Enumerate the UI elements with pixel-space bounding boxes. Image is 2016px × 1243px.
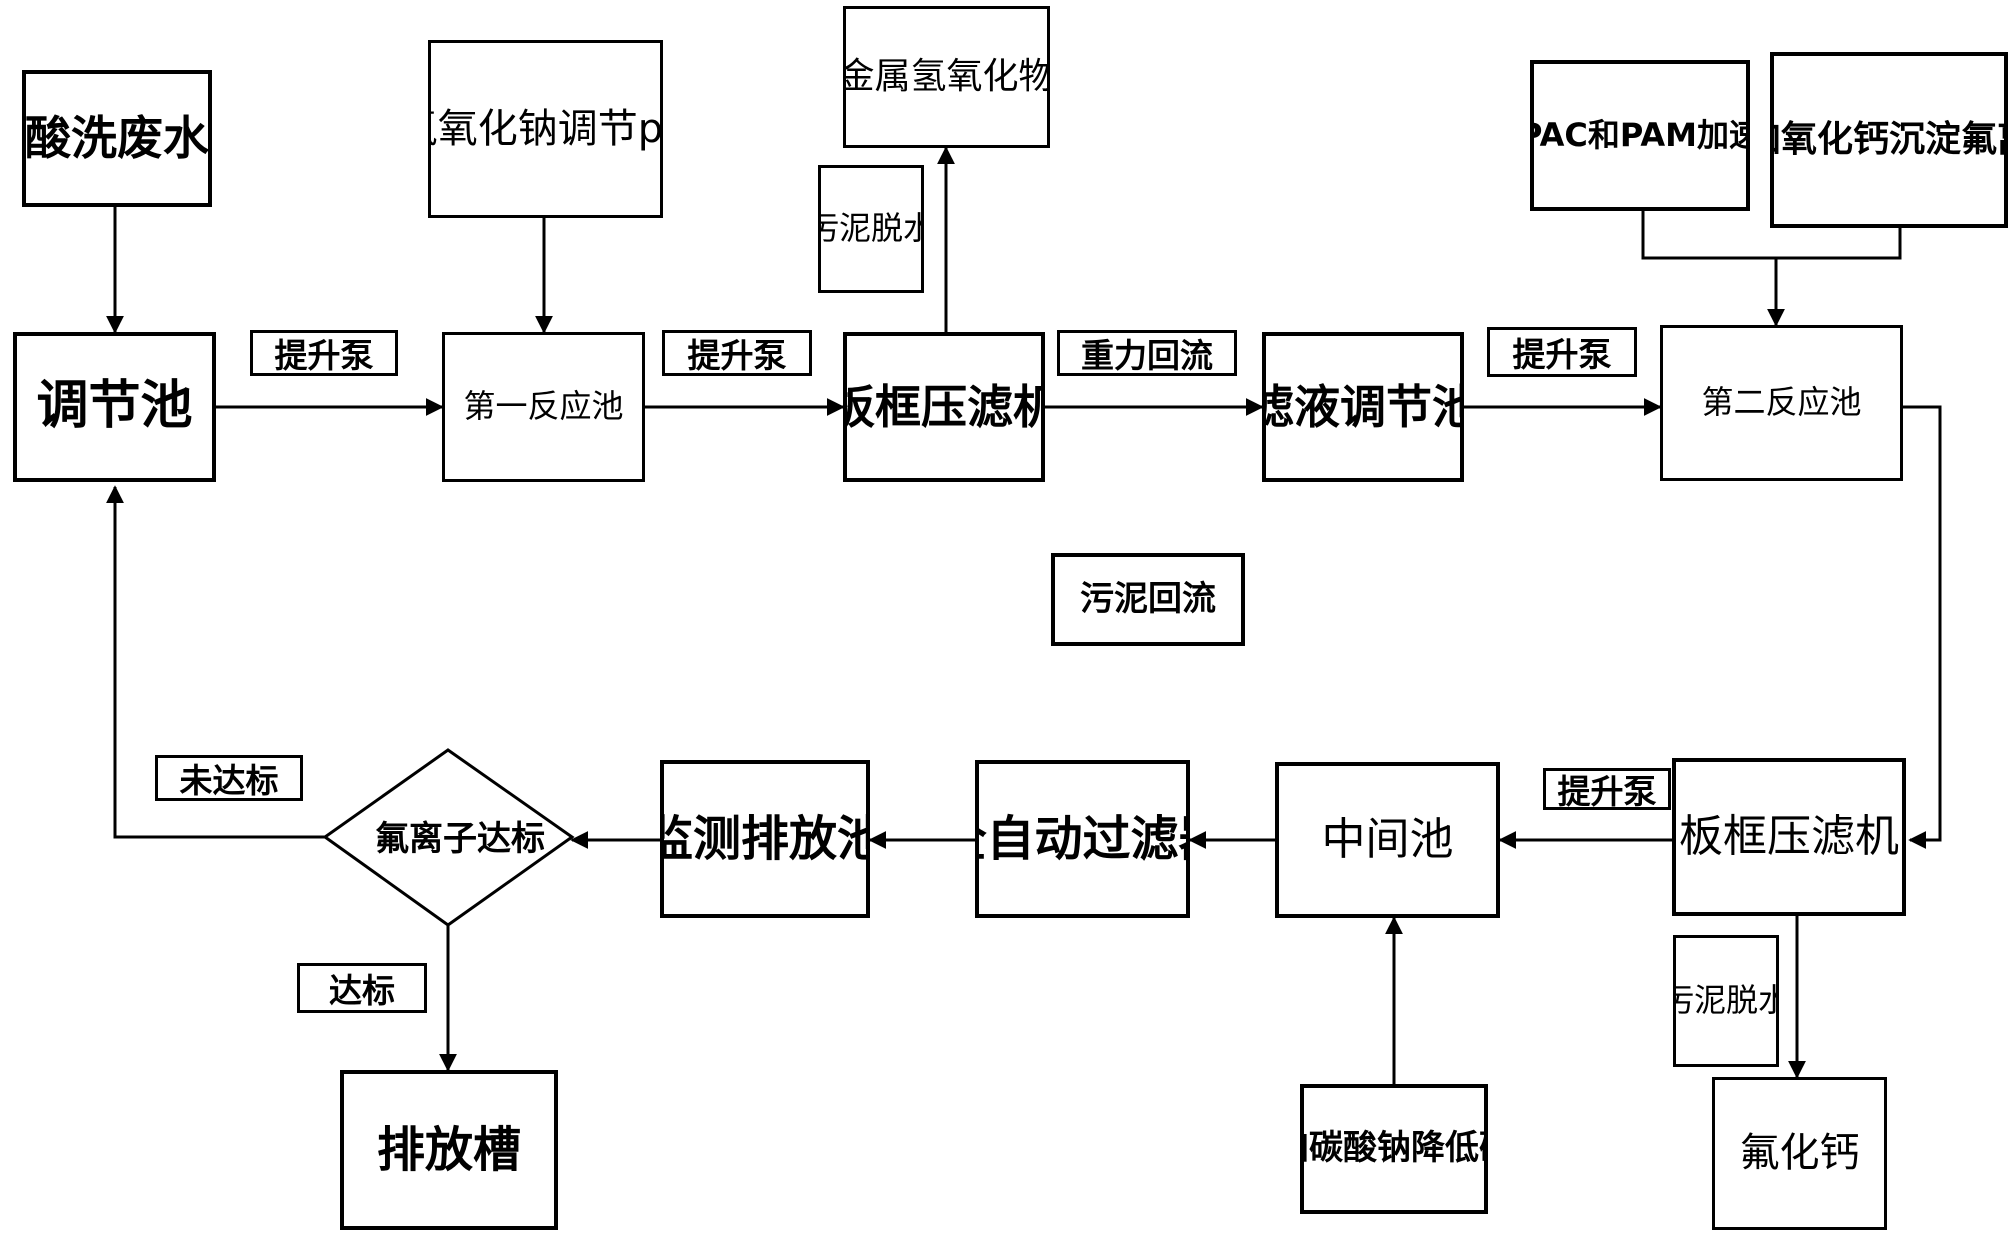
auto-filter-line-1: 全自动过	[979, 810, 1131, 867]
first-reactor-line-1: 第一	[463, 387, 528, 426]
sludge-dewater-2-box: 污泥脱水	[1673, 935, 1779, 1067]
naoh-ph-line-2: 调节pH值	[557, 105, 663, 152]
calcium-fluoride-box: 氟化钙	[1712, 1077, 1887, 1230]
first-reactor-line-2: 反应池	[527, 387, 624, 426]
filter-press-1-box: 板框压滤机	[843, 332, 1045, 482]
arrow-not-qualified-return	[106, 485, 325, 839]
metal-hydroxide-box: 金属氢氧化物	[843, 6, 1050, 148]
discharge-tank-box: 排放槽	[340, 1070, 558, 1230]
sludge-return-text: 污泥回流	[1080, 578, 1216, 619]
na2co3-line-1: 投加碳酸钠	[1304, 1128, 1411, 1169]
monitor-tank-line-2: 池	[837, 811, 866, 867]
lift-pump-label-2: 提升泵	[662, 330, 812, 376]
naoh-ph-line-1: 用氢氧化钠	[431, 105, 558, 152]
filter-press-2-box: 板框压滤机	[1672, 758, 1906, 916]
calcium-fluoride-text: 氟化钙	[1739, 1130, 1860, 1177]
metal-hydroxide-line-2: 氧化物	[946, 56, 1050, 98]
filtrate-tank-line-1: 滤液调	[1266, 379, 1386, 434]
sludge-return-box: 污泥回流	[1051, 553, 1245, 646]
sludge-dewater-2-line-2: 脱水	[1726, 981, 1776, 1020]
acid-wastewater-text: 酸洗废水	[25, 111, 209, 166]
not-qualified-label: 未达标	[155, 755, 303, 801]
intermediate-tank-text: 中间池	[1321, 814, 1454, 866]
first-reactor-box: 第一反应池	[442, 332, 645, 482]
naoh-ph-box: 用氢氧化钠调节pH值	[428, 40, 663, 218]
second-reactor-box: 第二反应池	[1660, 325, 1903, 481]
regulating-tank-text: 调节池	[36, 376, 193, 437]
acid-wastewater-box: 酸洗废水	[22, 70, 212, 207]
pac-pam-box: 投加PAC和PAM加速沉淀	[1530, 60, 1750, 211]
second-reactor-line-2: 反应池	[1765, 383, 1862, 422]
lift-pump-label-1: 提升泵	[250, 330, 398, 376]
sludge-dewater-1-box: 污泥脱水	[818, 165, 924, 293]
sludge-dewater-2-line-1: 污泥	[1676, 981, 1726, 1020]
sludge-dewater-1-line-1: 污泥	[821, 209, 871, 248]
arrow-second-reactor-to-press-2	[1903, 405, 1942, 849]
monitor-tank-box: 监测排放池	[660, 760, 870, 918]
cao-fluoride-line-1: 投加氧化钙	[1774, 119, 1889, 161]
decision-diamond	[322, 748, 575, 927]
cao-fluoride-line-2: 沉淀氟离子	[1889, 119, 2004, 161]
discharge-tank-text: 排放槽	[376, 1121, 521, 1178]
metal-hydroxide-line-1: 金属氢	[843, 56, 947, 98]
second-reactor-line-1: 第二	[1701, 383, 1766, 422]
pac-pam-line-2: PAM加速沉淀	[1619, 115, 1746, 154]
filtrate-tank-box: 滤液调节池	[1262, 332, 1464, 482]
filtrate-tank-line-2: 节池	[1386, 379, 1460, 434]
auto-filter-line-2: 滤器	[1130, 810, 1187, 867]
auto-filter-box: 全自动过滤器	[975, 760, 1190, 918]
filter-press-1-line-2: 滤机	[967, 379, 1041, 434]
na2co3-box: 投加碳酸钠降低硬度	[1300, 1084, 1488, 1214]
regulating-tank-box: 调节池	[13, 332, 216, 482]
lift-pump-label-4: 提升泵	[1543, 768, 1671, 810]
fluoride-check-text: 氟离子达标	[375, 818, 545, 859]
lift-pump-label-3: 提升泵	[1487, 327, 1637, 377]
monitor-tank-line-1: 监测排放	[660, 810, 837, 867]
line-pac-pam-down	[1641, 211, 1902, 260]
pac-pam-line-1: 投加PAC和	[1534, 115, 1620, 154]
na2co3-line-2: 降低硬度	[1411, 1128, 1484, 1169]
sludge-dewater-1-line-2: 脱水	[871, 209, 921, 248]
gravity-return-label: 重力回流	[1057, 330, 1237, 376]
intermediate-tank-box: 中间池	[1275, 762, 1500, 918]
qualified-label: 达标	[297, 963, 427, 1013]
filter-press-2-line-2: 压滤机	[1767, 811, 1899, 863]
filter-press-2-line-1: 板框	[1679, 811, 1767, 863]
cao-fluoride-box: 投加氧化钙沉淀氟离子	[1770, 52, 2008, 228]
filter-press-1-line-1: 板框压	[847, 379, 967, 434]
